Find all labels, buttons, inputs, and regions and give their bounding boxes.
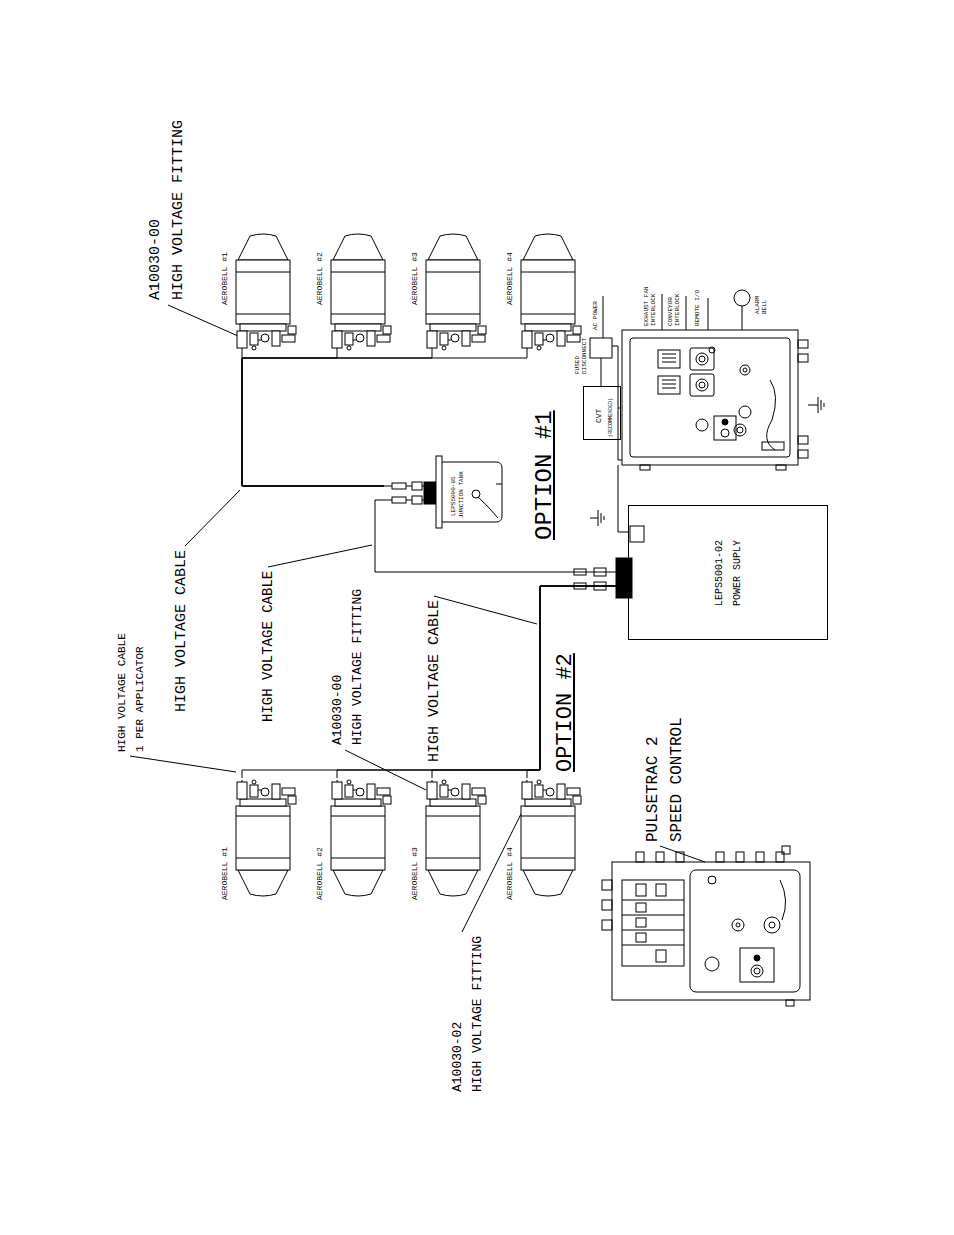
- cable-connector: [242, 350, 384, 486]
- callout-label: HIGH VOLTAGE CABLE: [260, 571, 277, 722]
- controller-panel: [622, 330, 808, 470]
- cable-connector: [601, 376, 602, 386]
- node-text: AEROBELL #3: [410, 252, 420, 305]
- node-text: AEROBELL #2: [315, 847, 325, 900]
- cable-connector: [337, 586, 628, 778]
- aerobell-applicator-outline: [408, 778, 488, 906]
- callout-label: HIGH VOLTAGE CABLE: [173, 550, 191, 712]
- leader-lines: [130, 305, 705, 932]
- callout-label: A10030-00: [330, 675, 346, 745]
- callout-label: OPTION #2: [553, 653, 579, 772]
- power-supply-connectors: [574, 510, 644, 598]
- callout-label: PULSETRAC 2 SPEED CONTROL: [641, 708, 689, 842]
- node-text: POWER SUPLY: [732, 540, 744, 606]
- aerobell-applicator: AEROBELL #4: [503, 232, 583, 350]
- aerobell-applicator-outline: [218, 778, 298, 906]
- cable-connector: [242, 350, 527, 486]
- cvt-box: CVT (RECOMMENDED): [583, 386, 621, 440]
- power-supply-box: LEPS5001-02 POWER SUPLY: [628, 505, 828, 640]
- node-text: AEROBELL #1: [220, 847, 230, 900]
- node-text: JUNCTION TANK: [458, 471, 465, 518]
- callout-label: CONVEYOR INTERLOCK: [667, 292, 681, 326]
- aerobell-applicator: AEROBELL #2: [313, 232, 393, 350]
- node-text: CVT: [594, 409, 604, 423]
- aerobell-applicator-outline: [313, 232, 393, 350]
- aerobell-applicator: AEROBELL #1: [218, 778, 298, 906]
- node-text: AEROBELL #1: [220, 252, 230, 305]
- callout-label: AC POWER: [592, 301, 599, 330]
- cable-connector: [242, 350, 384, 486]
- aerobell-applicator-outline: [313, 778, 393, 906]
- node-text: AEROBELL #4: [505, 847, 515, 900]
- callout-label: HIGH VOLTAGE FITTING: [170, 120, 188, 300]
- aerobell-applicator-outline: [218, 232, 298, 350]
- node-text: AEROBELL #2: [315, 252, 325, 305]
- callout-label: OPTION #1: [531, 410, 560, 540]
- node-text: AEROBELL #4: [505, 252, 515, 305]
- callout-label: A10030-02: [450, 1022, 466, 1092]
- callout-label: HIGH VOLTAGE FITTING: [350, 589, 366, 745]
- node-text: LEPS5001-02: [714, 540, 726, 606]
- node-text: (RECOMMENDED): [608, 398, 614, 437]
- aerobell-applicator: AEROBELL #2: [313, 778, 393, 906]
- callout-label: A10030-00: [147, 219, 165, 300]
- node-text: FUSED DISCONNECT: [574, 336, 588, 374]
- pulsetrac-speed-control: [602, 846, 810, 1006]
- cable-connector: [242, 350, 432, 486]
- callout-label: ALARM BELL: [754, 294, 768, 314]
- aerobell-applicator-outline: [408, 232, 488, 350]
- callout-label: EXHAUST FAN INTERLOCK: [643, 285, 657, 326]
- cable-connector: [242, 586, 628, 778]
- aerobell-applicator: AEROBELL #3: [408, 778, 488, 906]
- callout-label: HIGH VOLTAGE FITTING: [470, 936, 486, 1092]
- node-text: LEPS5000-05: [450, 476, 457, 516]
- aerobell-applicator: AEROBELL #1: [218, 232, 298, 350]
- callout-label: REMOTE I/O: [694, 290, 701, 326]
- control-wiring: [603, 290, 824, 532]
- junction-tank: LEPS5000-05JUNCTION TANK: [384, 454, 508, 530]
- cable-connector: [432, 586, 628, 778]
- cable-connector: [527, 586, 628, 778]
- callout-label: HIGH VOLTAGE CABLE 1 PER APPLICATOR: [114, 630, 149, 752]
- junction-tank-outline: [384, 454, 508, 530]
- aerobell-applicator: AEROBELL #4: [503, 778, 583, 906]
- fused-disconnect: FUSED DISCONNECT: [572, 336, 614, 376]
- aerobell-applicator-outline: [503, 778, 583, 906]
- node-text: AEROBELL #3: [410, 847, 420, 900]
- aerobell-applicator-outline: [503, 232, 583, 350]
- callout-label: HIGH VOLTAGE CABLE: [426, 600, 444, 762]
- aerobell-applicator: AEROBELL #3: [408, 232, 488, 350]
